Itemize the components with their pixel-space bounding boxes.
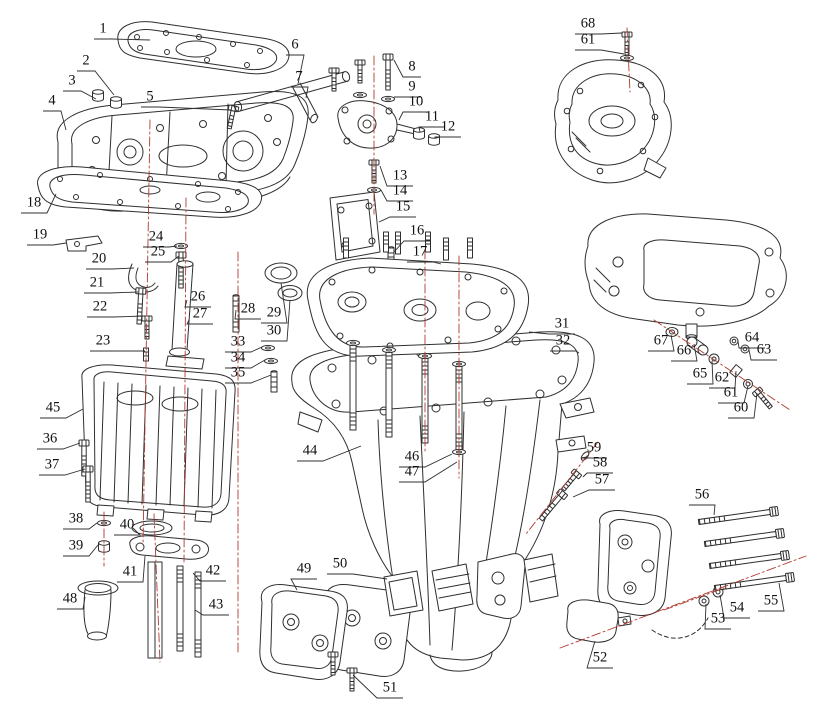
part-44-lower-housing — [291, 331, 595, 672]
callout-47: 47 — [404, 463, 420, 480]
callout-48: 48 — [62, 590, 78, 607]
part-17-upper-casing — [306, 231, 530, 357]
callout-41: 41 — [122, 563, 138, 580]
callout-10: 10 — [408, 93, 424, 110]
callout-15: 15 — [395, 198, 411, 215]
callout-68: 68 — [580, 15, 596, 32]
callout-32: 32 — [555, 332, 571, 349]
callout-12: 12 — [440, 118, 456, 135]
callout-29: 29 — [266, 304, 282, 321]
callout-55: 55 — [763, 592, 779, 609]
callout-5: 5 — [146, 88, 154, 105]
callout-17: 17 — [412, 243, 428, 260]
callout-59: 59 — [586, 439, 602, 456]
callout-6: 6 — [291, 36, 299, 53]
callout-9: 9 — [408, 78, 416, 95]
part-64-washer — [731, 338, 737, 344]
part-65-washer — [711, 356, 717, 362]
callout-61: 61 — [580, 31, 596, 48]
parts-49-51-covers — [259, 553, 526, 692]
callout-50: 50 — [332, 555, 348, 572]
callout-38: 38 — [68, 510, 84, 527]
callout-19: 19 — [32, 226, 48, 243]
callout-57: 57 — [594, 471, 610, 488]
part-top-plate — [117, 21, 290, 75]
callout-31: 31 — [554, 315, 570, 332]
callout-7: 7 — [295, 68, 303, 85]
callout-52: 52 — [592, 649, 608, 666]
callout-40: 40 — [119, 516, 135, 533]
part-26-27-tube — [165, 260, 205, 370]
callout-63: 63 — [756, 341, 772, 358]
callout-21: 21 — [89, 274, 105, 291]
detail-view-mid — [584, 213, 787, 340]
callout-58: 58 — [592, 454, 608, 471]
detail-view-top — [554, 31, 672, 184]
callout-65: 65 — [692, 365, 708, 382]
callout-61: 61 — [723, 384, 739, 401]
callout-60: 60 — [733, 399, 749, 416]
callout-26: 26 — [190, 288, 206, 305]
parts-40-43 — [129, 520, 209, 659]
callout-22: 22 — [92, 298, 108, 315]
callout-18: 18 — [26, 194, 42, 211]
callout-4: 4 — [48, 92, 56, 109]
callout-3: 3 — [68, 72, 76, 89]
callout-20: 20 — [91, 250, 107, 267]
callout-66: 66 — [676, 342, 692, 359]
parts-13-16 — [329, 159, 395, 269]
callout-16: 16 — [409, 222, 425, 239]
callout-43: 43 — [208, 596, 224, 613]
callout-44: 44 — [302, 442, 318, 459]
callout-46: 46 — [404, 448, 420, 465]
callout-1: 1 — [99, 20, 107, 37]
callout-37: 37 — [44, 456, 60, 473]
part-45-casing — [81, 364, 236, 523]
part-48-tube — [77, 580, 119, 641]
callout-64: 64 — [744, 329, 760, 346]
callout-23: 23 — [95, 332, 111, 349]
callout-24: 24 — [148, 228, 164, 245]
callout-56: 56 — [694, 486, 710, 503]
callout-14: 14 — [392, 182, 408, 199]
centerlines — [103, 27, 807, 663]
callout-67: 67 — [653, 332, 669, 349]
callout-62: 62 — [714, 369, 730, 386]
parts-29-30-seals — [264, 262, 303, 301]
callout-8: 8 — [408, 58, 416, 75]
callout-51: 51 — [382, 679, 398, 696]
part-52-damper — [566, 599, 619, 643]
callout-35: 35 — [230, 364, 246, 381]
callout-2: 2 — [82, 52, 90, 69]
callout-34: 34 — [230, 349, 246, 366]
part-10-pump-housing — [337, 100, 440, 149]
part-19-bracket — [65, 235, 103, 252]
callout-11: 11 — [425, 108, 439, 125]
callout-25: 25 — [150, 243, 166, 260]
callout-54: 54 — [729, 599, 745, 616]
callout-33: 33 — [230, 333, 246, 350]
callout-53: 53 — [710, 610, 726, 627]
callout-36: 36 — [42, 430, 58, 447]
callout-45: 45 — [45, 399, 61, 416]
callout-39: 39 — [68, 537, 84, 554]
part-53-washer — [701, 598, 707, 604]
callout-27: 27 — [192, 305, 208, 322]
callout-28: 28 — [240, 300, 256, 317]
callout-30: 30 — [266, 322, 282, 339]
callout-49: 49 — [296, 560, 312, 577]
parts-52-56-mount — [523, 505, 796, 643]
callout-42: 42 — [205, 562, 221, 579]
callout-13: 13 — [392, 167, 408, 184]
part-18-gasket — [37, 166, 263, 218]
